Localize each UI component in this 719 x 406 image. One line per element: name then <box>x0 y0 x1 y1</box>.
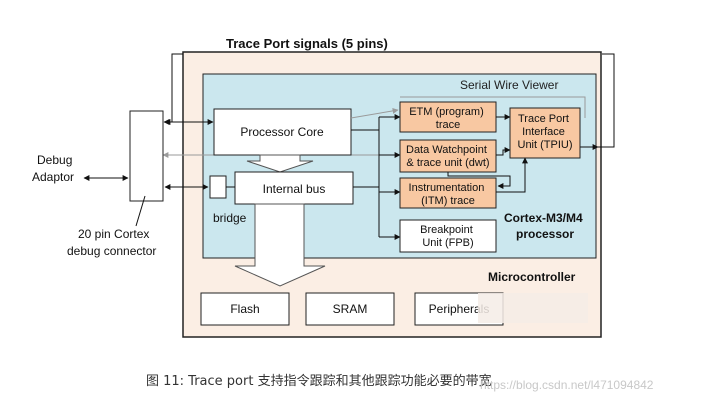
core-down-arrow <box>246 154 314 173</box>
trace-port-signals-label: Trace Port signals (5 pins) <box>226 36 388 51</box>
trace-port-line-top <box>163 53 183 125</box>
itm-box <box>399 177 497 209</box>
flash-box <box>200 292 290 326</box>
processor-label: Cortex-M3/M4 processor <box>504 211 586 241</box>
watermark: https://blog.csdn.net/l471094842 <box>480 378 654 392</box>
bridge-box <box>209 175 227 199</box>
dwt-box <box>399 139 497 173</box>
dwt-to-tpiu <box>496 147 511 156</box>
serial-wire-viewer-label: Serial Wire Viewer <box>460 78 558 92</box>
microcontroller-label: Microcontroller <box>488 270 576 284</box>
blur-patch <box>478 293 588 323</box>
figure-caption: 图 11: Trace port 支持指令跟踪和其他跟踪功能必要的带宽 <box>146 374 492 389</box>
internal-bus-label: Internal bus <box>263 182 326 196</box>
tpiu-box <box>509 107 581 159</box>
fpb-box <box>399 219 497 253</box>
processor-core-box <box>213 108 352 156</box>
tpiu-label: Trace Port Interface Unit (TPIU) <box>518 113 573 151</box>
etm-box <box>399 101 497 133</box>
dwt-to-itm <box>447 172 511 189</box>
dwt-label: Data Watchpoint & trace unit (dwt) <box>406 144 490 169</box>
etm-label: ETM (program) trace <box>409 106 487 131</box>
flash-label: Flash <box>230 302 259 316</box>
swv-gray-line <box>400 96 586 118</box>
itm-to-tpiu <box>496 157 528 193</box>
bus-down-arrow <box>234 203 326 287</box>
sram-box <box>305 292 395 326</box>
connector-leader <box>135 195 146 227</box>
to-etm-gray-arrow <box>350 107 399 119</box>
bridge-label: bridge <box>213 211 247 225</box>
fpb-label: Breakpoint Unit (FPB) <box>420 224 476 249</box>
peripherals-label: Peripherals <box>429 302 490 316</box>
itm-label: Instrumentation (ITM) trace <box>409 182 488 207</box>
processor-core-label: Processor Core <box>240 125 324 139</box>
debug-adaptor-label: Debug Adaptor <box>32 153 76 184</box>
connector-label: 20 pin Cortex debug connector <box>67 227 156 258</box>
sram-label: SRAM <box>333 302 368 316</box>
trace-port-line <box>598 53 615 148</box>
debug-connector-box <box>129 110 164 202</box>
internal-bus-box <box>234 171 354 205</box>
